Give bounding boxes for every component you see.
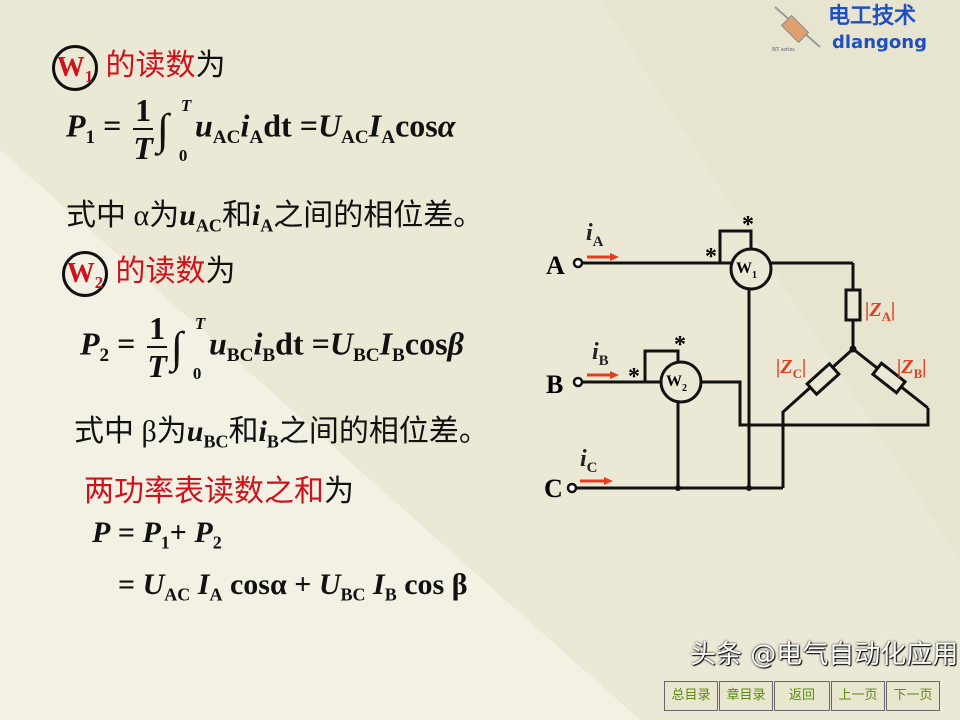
sum-line-2: = UAC IA cosα + UBC IB cos β [118,568,468,605]
nav-next-page-button[interactable]: 下一页 [886,681,940,711]
w1-note: 式中 α为uAC和iA之间的相位差。 [66,199,484,236]
current-arrows [580,253,619,485]
svg-text:W1: W1 [736,260,757,281]
nav-main-toc-button[interactable]: 总目录 [664,681,718,711]
label-a: A [546,251,565,280]
svg-text:iB: iB [592,339,609,369]
terminal-c [566,482,578,494]
svg-text:|ZA|: |ZA| [865,299,895,324]
logo-en: dlangong [832,32,927,53]
label-b: B [546,370,563,399]
nav-chapter-toc-button[interactable]: 章目录 [719,681,773,711]
w2-meter [659,360,703,404]
w1-meter [729,247,773,291]
sum-line-1: P = P1+ P2 [92,516,222,553]
logo: 电工技术 dlangong BT series [770,2,950,60]
za-resistor [844,288,862,322]
logo-small: BT series [772,47,795,53]
svg-text:|ZB|: |ZB| [897,356,927,381]
zb-resistor [870,361,908,395]
w2-heading-red: 的读数 [115,255,206,288]
nav-back-button[interactable]: 返回 [774,681,830,711]
label-c: C [544,474,563,503]
logo-cn: 电工技术 [828,4,917,29]
w1-meter-symbol: W1 [52,45,98,92]
w2-heading-black: 为 [205,255,236,288]
sum-heading: 两功率表读数之和为 [84,475,354,508]
svg-text:*: * [628,364,640,390]
terminal-a [572,257,584,269]
w1-heading-black: 为 [195,49,226,82]
terminal-b [572,376,584,388]
w1-heading: W1 的读数为 [52,40,226,92]
zc-resistor [805,361,841,397]
svg-text:*: * [705,244,717,270]
svg-text:|ZC|: |ZC| [776,356,806,381]
svg-text:iC: iC [580,446,598,476]
w2-heading: W2 的读数为 [62,246,236,298]
watermark: 头条 @电气自动化应用 [690,640,959,670]
w2-meter-symbol: W2 [62,251,108,298]
svg-text:W2: W2 [666,373,687,394]
nav-prev-page-button[interactable]: 上一页 [831,681,885,711]
w1-heading-red: 的读数 [105,49,196,82]
w2-note: 式中 β为uBC和iB之间的相位差。 [74,415,489,452]
svg-text:iA: iA [586,220,604,250]
resistor-logo-icon [774,6,821,48]
svg-text:*: * [742,212,754,238]
svg-text:*: * [674,332,686,358]
